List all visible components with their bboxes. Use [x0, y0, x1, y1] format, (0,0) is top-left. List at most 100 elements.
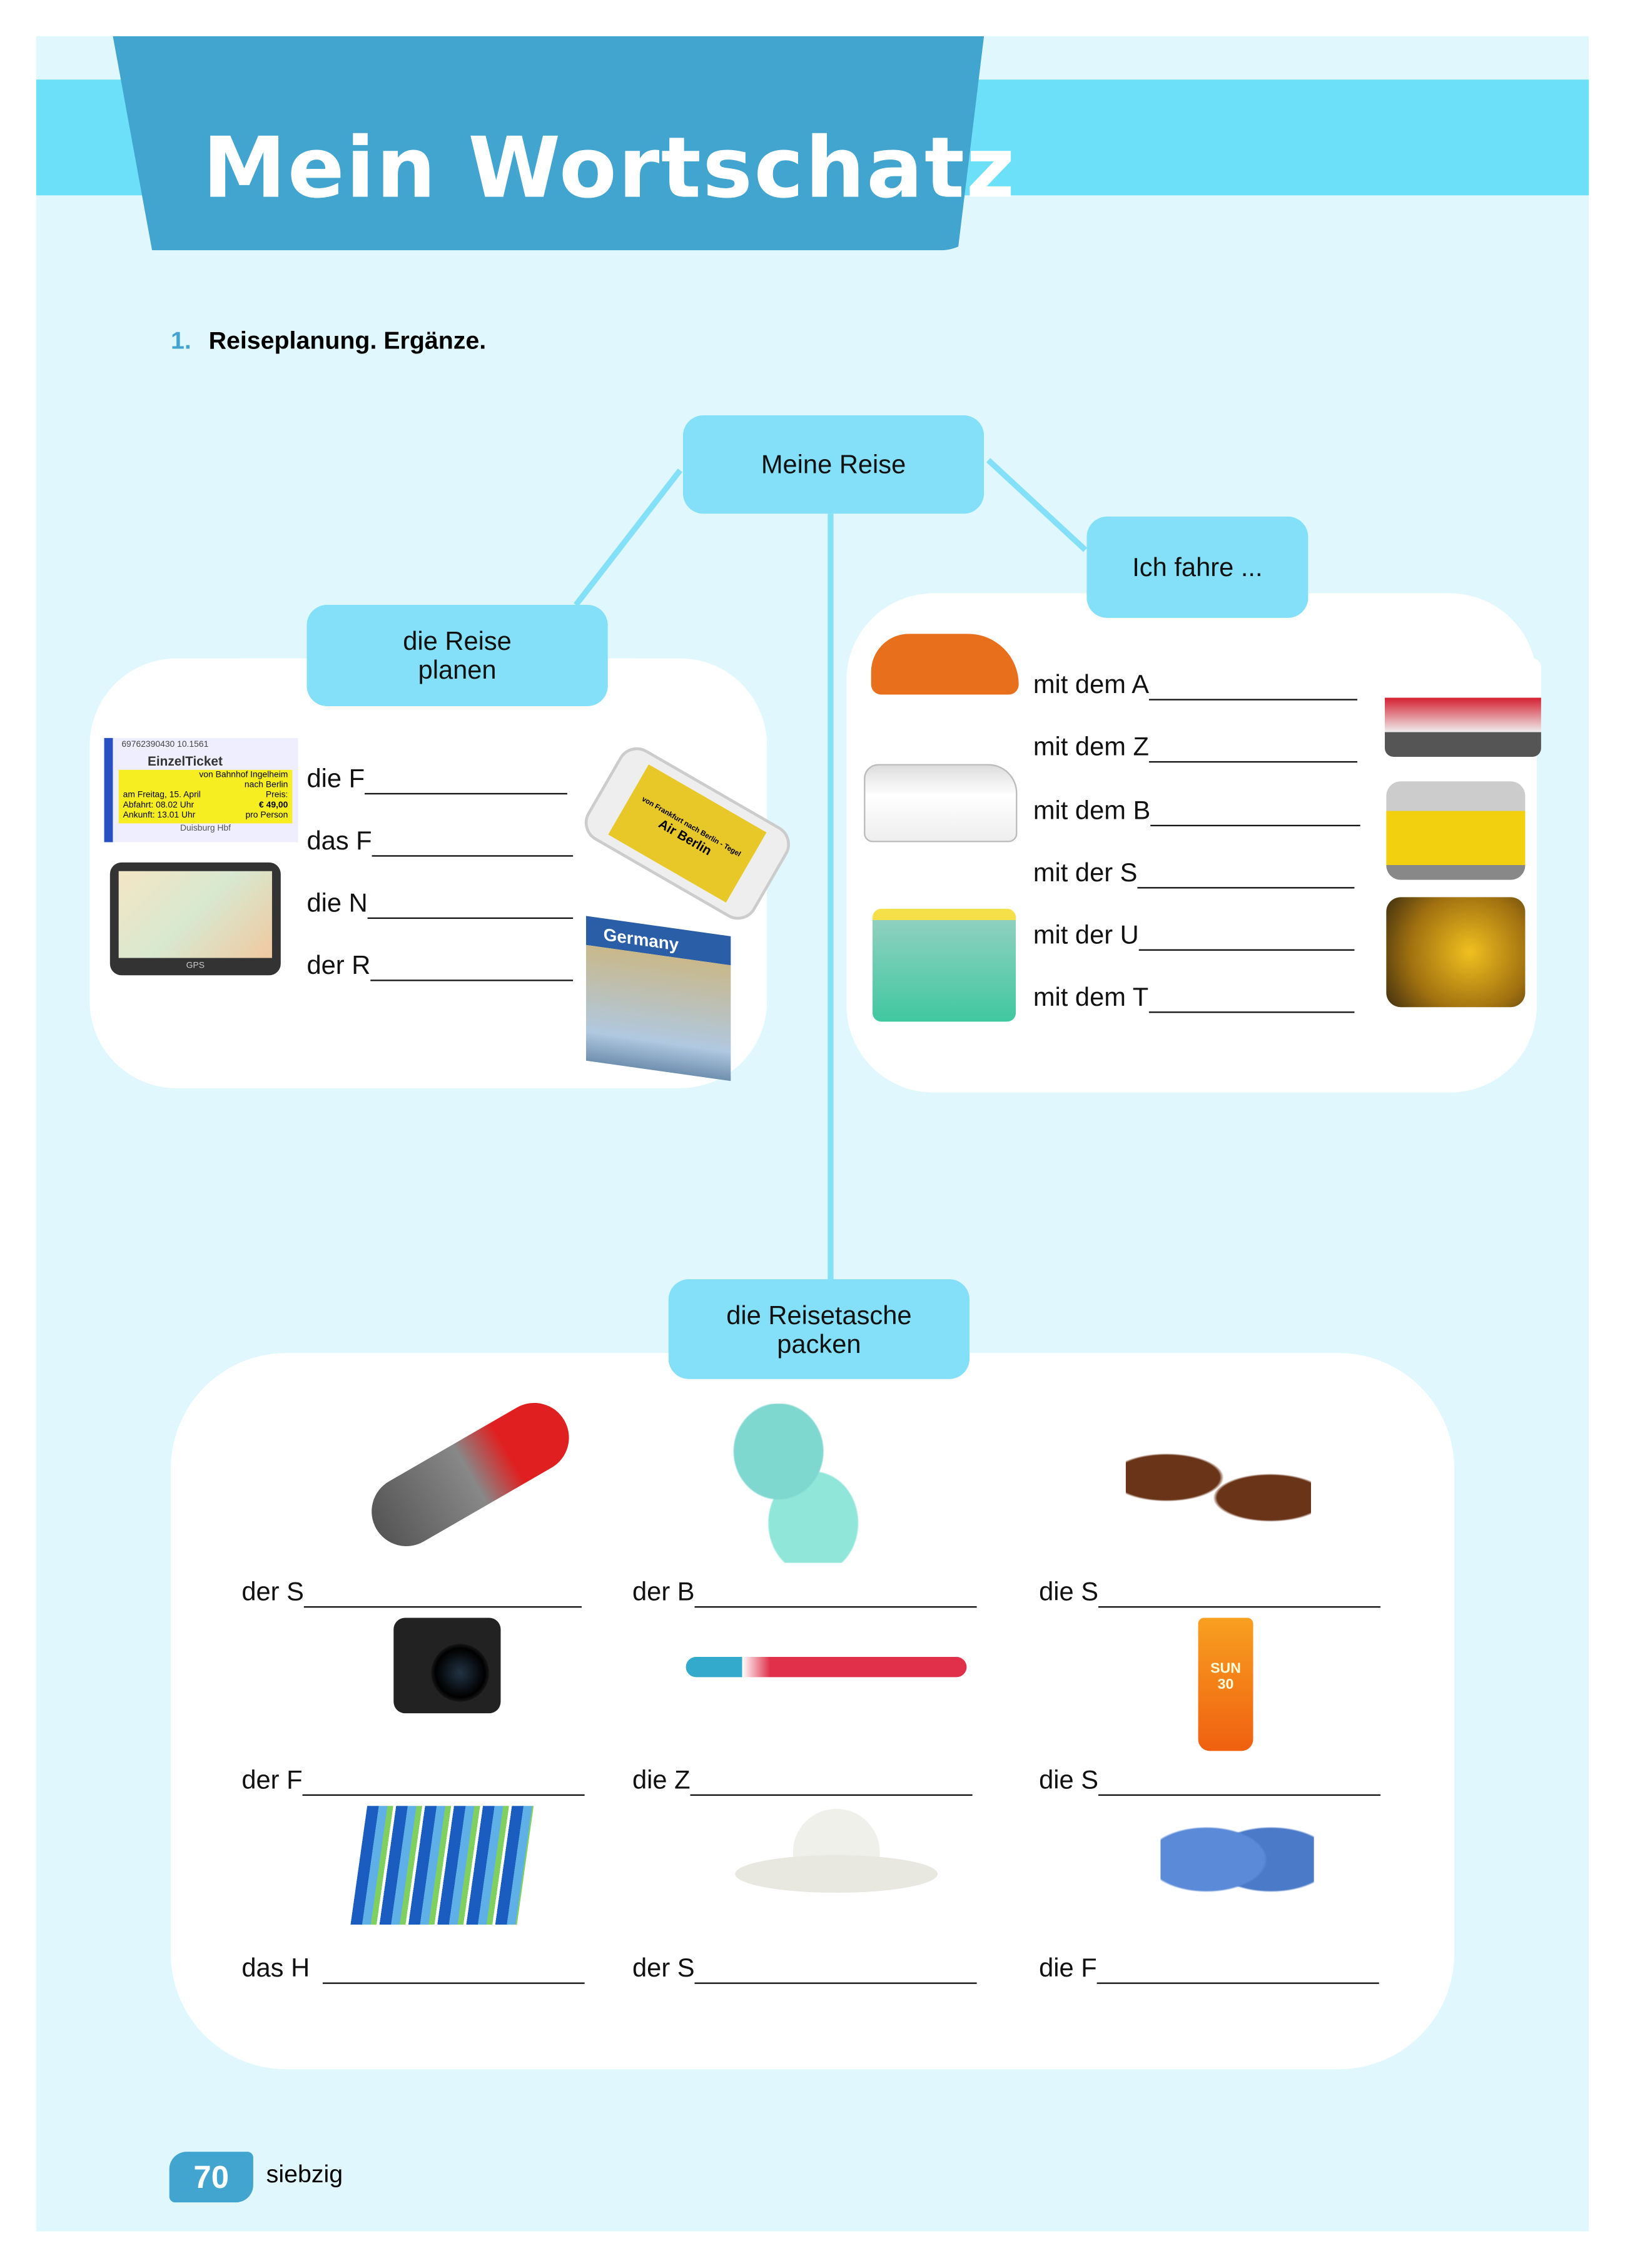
train-image — [1385, 658, 1541, 757]
row-label: die F — [1039, 1953, 1097, 1983]
page-number-word: siebzig — [266, 2160, 343, 2189]
ticket-station: Duisburg Hbf — [180, 824, 231, 834]
travel-row: mit dem Z — [1033, 732, 1358, 763]
row-label: mit dem B — [1033, 796, 1151, 825]
sunscreen-spf: 30 — [1217, 1677, 1234, 1693]
ticket-price: € 49,00 — [259, 801, 288, 811]
ticket-number: 69762390430 10.1561 — [121, 741, 209, 750]
gps-device-image: GPS — [109, 862, 281, 976]
travel-row: mit dem A — [1033, 670, 1358, 701]
bubble-ich-fahre: Ich fahre ... — [1086, 516, 1309, 618]
ticket-dep: Abfahrt: 08.02 Uhr — [123, 801, 195, 811]
answer-line[interactable] — [1138, 929, 1355, 951]
pack-row: der B — [632, 1577, 977, 1608]
bubble-reise-planen: die Reise planen — [306, 605, 608, 706]
guidebook-image: Germany — [585, 916, 731, 1081]
row-label: das F — [306, 826, 372, 856]
phone-route: von Frankfurt nach Berlin - Tegel — [640, 795, 742, 859]
page-number-badge: 70 — [169, 2152, 253, 2203]
instruction-text: Reiseplanung. Ergänze. — [208, 327, 487, 355]
answer-line[interactable] — [1148, 741, 1358, 763]
ticket-date: am Freitag, 15. April — [123, 791, 201, 801]
row-label: das H — [241, 1953, 317, 1983]
answer-line[interactable] — [1096, 1962, 1379, 1984]
answer-line[interactable] — [372, 835, 574, 857]
pack-row: die F — [1039, 1953, 1379, 1984]
row-label: der F — [241, 1765, 303, 1795]
sun-hat-image — [735, 1808, 938, 1898]
page-title: Mein Wortschatz — [202, 118, 1016, 218]
answer-line[interactable] — [322, 1962, 585, 1984]
row-label: der S — [241, 1577, 304, 1606]
subway-image — [1386, 897, 1526, 1008]
taxi-image — [873, 908, 1016, 1022]
pack-row: der S — [241, 1577, 582, 1608]
camera-image — [393, 1617, 501, 1714]
answer-line[interactable] — [1098, 1586, 1381, 1608]
plan-row: die F — [306, 764, 567, 795]
plan-row: die N — [306, 888, 574, 919]
answer-line[interactable] — [1098, 1774, 1381, 1796]
exercise-instruction: 1. Reiseplanung. Ergänze. — [171, 327, 486, 356]
plan-row: der R — [306, 950, 574, 981]
ticket-per: pro Person — [245, 811, 288, 821]
travel-row: mit dem T — [1033, 983, 1355, 1013]
row-label: die N — [306, 888, 368, 918]
plan-row: das F — [306, 826, 574, 857]
title-tab — [113, 36, 985, 251]
ticket-title: EinzelTicket — [147, 754, 223, 769]
answer-line[interactable] — [690, 1774, 973, 1796]
row-label: mit der U — [1033, 920, 1139, 949]
car-image — [871, 634, 1019, 695]
bubble-meine-reise: Meine Reise — [682, 415, 985, 514]
pack-row: das H — [241, 1953, 585, 1984]
tram-image — [1386, 781, 1526, 880]
pack-row: der S — [632, 1953, 977, 1984]
ticket-arr: Ankunft: 13.01 Uhr — [123, 811, 196, 821]
flip-flops-image — [1160, 1801, 1314, 1918]
answer-line[interactable] — [694, 1586, 977, 1608]
row-label: mit der S — [1033, 858, 1138, 888]
row-label: mit dem T — [1033, 982, 1149, 1012]
train-ticket-image: 69762390430 10.1561 EinzelTicket von Bah… — [104, 737, 298, 843]
answer-line[interactable] — [1148, 991, 1355, 1013]
answer-line[interactable] — [365, 772, 567, 795]
gps-label: GPS — [186, 962, 205, 971]
answer-line[interactable] — [694, 1962, 977, 1984]
row-label: der S — [632, 1953, 695, 1983]
answer-line[interactable] — [367, 897, 574, 919]
answer-line[interactable] — [370, 959, 574, 981]
pack-row: die S — [1039, 1577, 1381, 1608]
sunscreen-label: SUN — [1210, 1661, 1241, 1678]
pack-row: die Z — [632, 1765, 973, 1796]
row-label: die Z — [632, 1765, 691, 1795]
towel-image — [350, 1806, 534, 1925]
row-label: der B — [632, 1577, 695, 1606]
answer-line[interactable] — [1150, 804, 1360, 827]
answer-line[interactable] — [1148, 679, 1358, 701]
sunglasses-image — [1125, 1437, 1312, 1539]
row-label: die F — [306, 764, 365, 793]
travel-row: mit der S — [1033, 858, 1355, 889]
bus-image — [864, 764, 1018, 843]
ticket-to: nach Berlin — [244, 781, 288, 791]
exercise-number: 1. — [170, 327, 191, 355]
bikini-image — [709, 1404, 883, 1563]
travel-row: mit dem B — [1033, 796, 1360, 827]
pack-row: der F — [241, 1765, 585, 1796]
row-label: mit dem Z — [1033, 732, 1149, 761]
travel-row: mit der U — [1033, 920, 1355, 951]
row-label: der R — [306, 950, 371, 980]
row-label: die S — [1039, 1765, 1099, 1795]
toothbrush-image — [686, 1656, 967, 1678]
answer-line[interactable] — [303, 1586, 582, 1608]
row-label: die S — [1039, 1577, 1099, 1606]
answer-line[interactable] — [302, 1774, 585, 1796]
ticket-price-label: Preis: — [265, 791, 288, 801]
answer-line[interactable] — [1137, 867, 1355, 889]
pack-row: die S — [1039, 1765, 1381, 1796]
row-label: mit dem A — [1033, 670, 1149, 699]
bubble-reisetasche-packen: die Reisetasche packen — [668, 1279, 970, 1379]
